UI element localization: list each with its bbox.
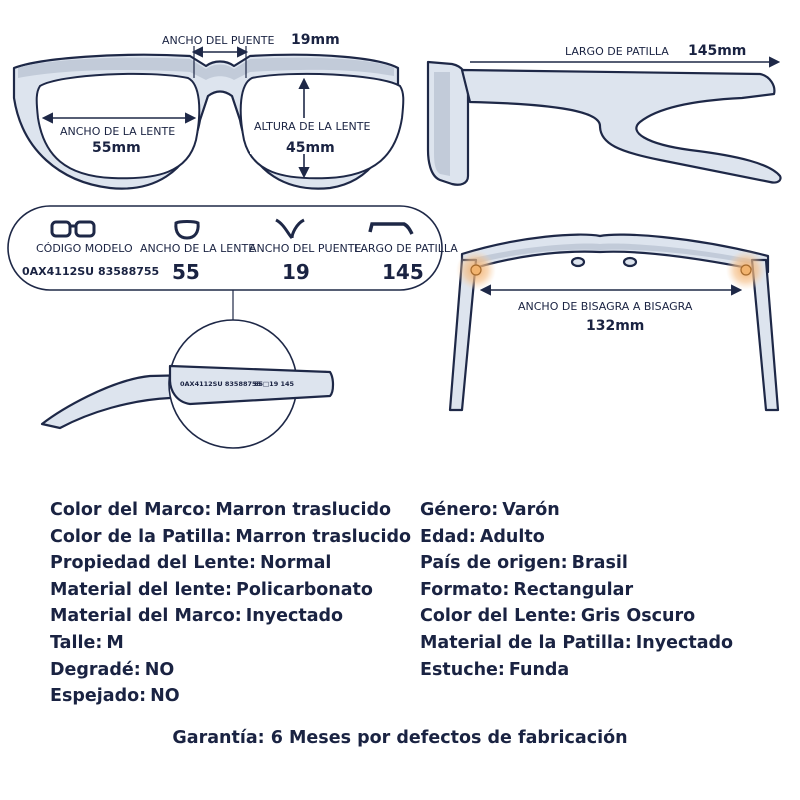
model-value: 0AX4112SU 83588755 bbox=[22, 265, 159, 278]
spec-key: Material del Marco: bbox=[50, 606, 242, 627]
hinge-left-screw bbox=[470, 264, 482, 276]
spec-value: Marron traslucido bbox=[235, 526, 412, 547]
spec-row: País de origen:Brasil bbox=[420, 550, 733, 577]
spec-value: Varón bbox=[502, 500, 560, 520]
lens-width-value: 55mm bbox=[92, 140, 141, 156]
front-view: ANCHO DEL PUENTE 19mm ANCHO DE LA LENTE … bbox=[12, 32, 405, 190]
spec-row: Estuche:Funda bbox=[420, 657, 733, 684]
temple-length-value: 145mm bbox=[688, 43, 746, 59]
card-temple-value: 145 bbox=[382, 260, 424, 284]
glasses-front-icon bbox=[50, 220, 96, 238]
spec-value: Gris Oscuro bbox=[580, 606, 696, 627]
card-lens-width-value: 55 bbox=[172, 260, 200, 284]
glasses-diagram: ANCHO DEL PUENTE 19mm ANCHO DE LA LENTE … bbox=[7, 32, 782, 449]
nose-pad-right bbox=[622, 256, 638, 268]
spec-key: Material del lente: bbox=[50, 579, 233, 600]
lens-height-label: ALTURA DE LA LENTE bbox=[254, 120, 370, 133]
spec-key: Material de la Patilla: bbox=[420, 632, 632, 653]
spec-row: Color de la Patilla:Marron traslucido bbox=[50, 524, 411, 551]
spec-key: Talle: bbox=[50, 632, 103, 653]
spec-key: Espejado: bbox=[50, 686, 147, 707]
spec-value: Inyectado bbox=[245, 606, 344, 627]
spec-value: Normal bbox=[260, 553, 332, 574]
hinge-right-screw bbox=[740, 264, 752, 276]
spec-row: Edad:Adulto bbox=[420, 524, 733, 551]
bridge-label: ANCHO DEL PUENTE bbox=[162, 34, 274, 47]
temple-icon bbox=[368, 222, 414, 235]
side-view: LARGO DE PATILLA 145mm bbox=[426, 43, 782, 186]
spec-key: Género: bbox=[420, 500, 499, 520]
hinge-width-value: 132mm bbox=[586, 318, 644, 334]
spec-row: Color del Marco:Marron traslucido bbox=[50, 497, 411, 524]
spec-key: Degradé: bbox=[50, 659, 141, 680]
spec-key: Color de la Patilla: bbox=[50, 526, 232, 547]
hinge-width-label: ANCHO DE BISAGRA A BISAGRA bbox=[518, 300, 693, 313]
imprint-sizes: 55□19 145 bbox=[254, 380, 295, 388]
front-frame-top-shade bbox=[18, 57, 394, 80]
lens-width-label: ANCHO DE LA LENTE bbox=[60, 125, 175, 138]
spec-value: Brasil bbox=[571, 553, 628, 574]
spec-value: M bbox=[106, 632, 124, 653]
model-label: CÓDIGO MODELO bbox=[36, 242, 133, 255]
summary-card: CÓDIGO MODELO 0AX4112SU 83588755 ANCHO D… bbox=[7, 205, 458, 291]
magnified-temple bbox=[168, 364, 335, 406]
card-bridge-label: ANCHO DEL PUENTE bbox=[249, 242, 361, 255]
bridge-icon bbox=[275, 218, 305, 240]
top-view: ANCHO DE BISAGRA A BISAGRA 132mm bbox=[448, 233, 780, 412]
spec-row: Material del Marco:Inyectado bbox=[50, 603, 411, 630]
spec-row: Género:Varón bbox=[420, 497, 733, 524]
nose-pad-left bbox=[570, 256, 586, 268]
spec-value: Funda bbox=[508, 659, 570, 680]
card-lens-width-label: ANCHO DE LA LENTE bbox=[140, 242, 255, 255]
spec-key: País de origen: bbox=[420, 553, 568, 574]
spec-key: Edad: bbox=[420, 526, 476, 547]
card-bridge-value: 19 bbox=[282, 260, 310, 284]
warranty-text: Garantía: 6 Meses por defectos de fabric… bbox=[172, 728, 628, 748]
lens-height-value: 45mm bbox=[286, 140, 335, 156]
spec-key: Estuche: bbox=[420, 659, 505, 680]
spec-row: Talle:M bbox=[50, 630, 411, 657]
spec-key: Formato: bbox=[420, 579, 510, 600]
spec-row: Espejado:NO bbox=[50, 683, 411, 710]
spec-row: Color del Lente:Gris Oscuro bbox=[420, 603, 733, 630]
spec-value: NO bbox=[150, 686, 180, 707]
spec-row: Material de la Patilla:Inyectado bbox=[420, 630, 733, 657]
imprint-code: 0AX4112SU 83588755 bbox=[180, 380, 262, 388]
spec-row: Propiedad del Lente:Normal bbox=[50, 550, 411, 577]
temple-length-label: LARGO DE PATILLA bbox=[565, 45, 669, 58]
spec-value: Rectangular bbox=[513, 579, 634, 600]
spec-value: Marron traslucido bbox=[215, 500, 392, 520]
spec-key: Color del Marco: bbox=[50, 500, 212, 520]
spec-key: Color del Lente: bbox=[420, 606, 577, 627]
lens-icon bbox=[174, 220, 200, 240]
spec-row: Formato:Rectangular bbox=[420, 577, 733, 604]
spec-value: Adulto bbox=[479, 526, 545, 547]
bridge-value: 19mm bbox=[291, 32, 340, 48]
spec-value: Policarbonato bbox=[236, 579, 373, 600]
left-lens bbox=[35, 72, 201, 180]
spec-value: NO bbox=[144, 659, 175, 680]
spec-key: Propiedad del Lente: bbox=[50, 553, 257, 574]
spec-value: Inyectado bbox=[635, 632, 734, 653]
spec-row: Degradé:NO bbox=[50, 657, 411, 684]
card-temple-label: LARGO DE PATILLA bbox=[354, 242, 458, 255]
temple-detail: 0AX4112SU 83588755 55□19 145 bbox=[40, 319, 335, 449]
spec-row: Material del lente:Policarbonato bbox=[50, 577, 411, 604]
side-temple-arm bbox=[460, 68, 782, 184]
